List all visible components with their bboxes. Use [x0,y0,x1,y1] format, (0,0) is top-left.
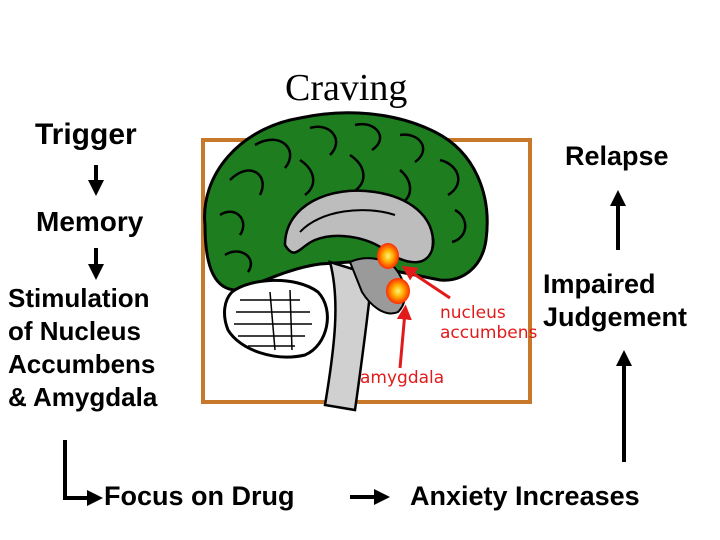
amygdala-hotspot [386,278,410,304]
brainstem [323,260,374,412]
cerebellum-folia [234,289,312,351]
step-focus-on-drug: Focus on Drug [104,481,295,511]
nucleus-label-line-2: accumbens [440,323,537,343]
step-stimulation: Stimulation of Nucleus Accumbens & Amygd… [8,282,157,414]
nucleus-label-line-1: nucleus [440,303,506,323]
nucleus-accumbens-hotspot [377,243,399,269]
step-impaired-judgement: Impaired Judgement [543,268,687,334]
step-stimulation-line-3: Accumbens [8,349,156,379]
corpus-callosum [283,189,435,264]
step-relapse: Relapse [565,141,669,171]
arrow-stimulation-to-focus [63,440,103,506]
amygdala-label: amygdala [360,368,444,388]
brain-illustration [203,111,489,412]
step-anxiety-increases: Anxiety Increases [410,481,640,511]
step-stimulation-line-1: Stimulation [8,283,150,313]
step-stimulation-line-2: of Nucleus [8,316,141,346]
step-trigger: Trigger [35,118,137,151]
step-memory: Memory [36,206,144,237]
step-impaired-line-2: Judgement [543,302,688,332]
amygdala-pointer-arrow [396,304,412,369]
diagram-title: Craving [285,67,408,109]
brain-gyri [219,122,467,273]
nucleus-pointer-arrow [401,265,451,300]
step-stimulation-line-4: & Amygdala [8,382,158,412]
step-impaired-line-1: Impaired [543,269,656,299]
